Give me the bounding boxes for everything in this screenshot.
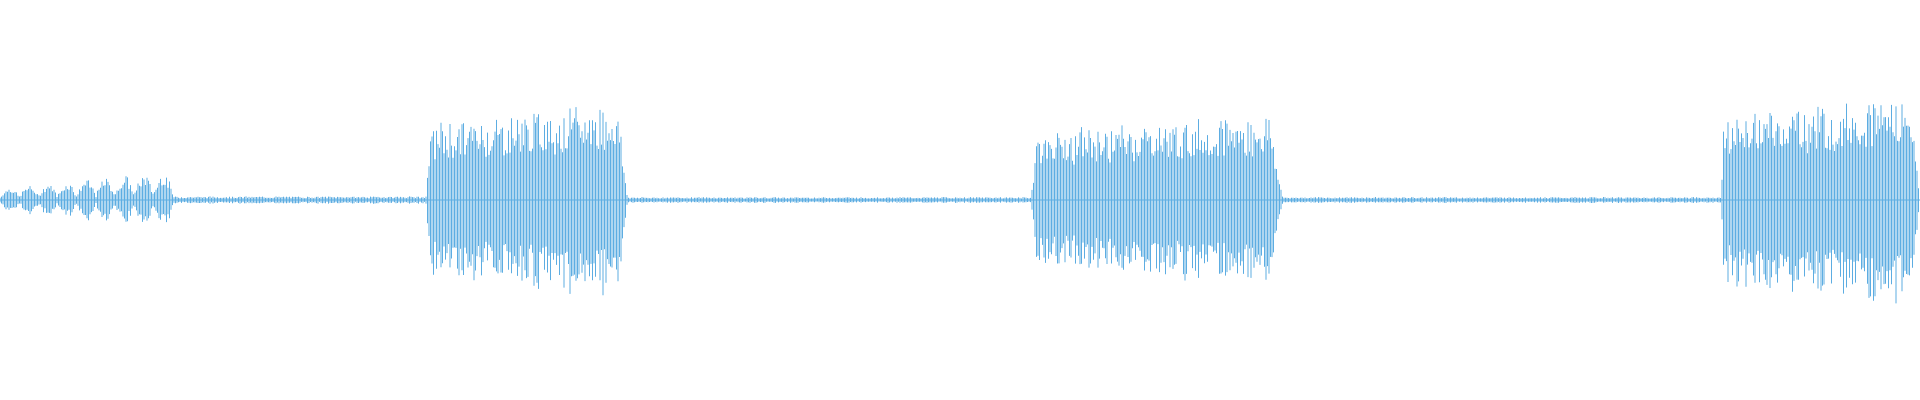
waveform-path: [0, 103, 1919, 304]
waveform-bars: [0, 103, 1920, 304]
